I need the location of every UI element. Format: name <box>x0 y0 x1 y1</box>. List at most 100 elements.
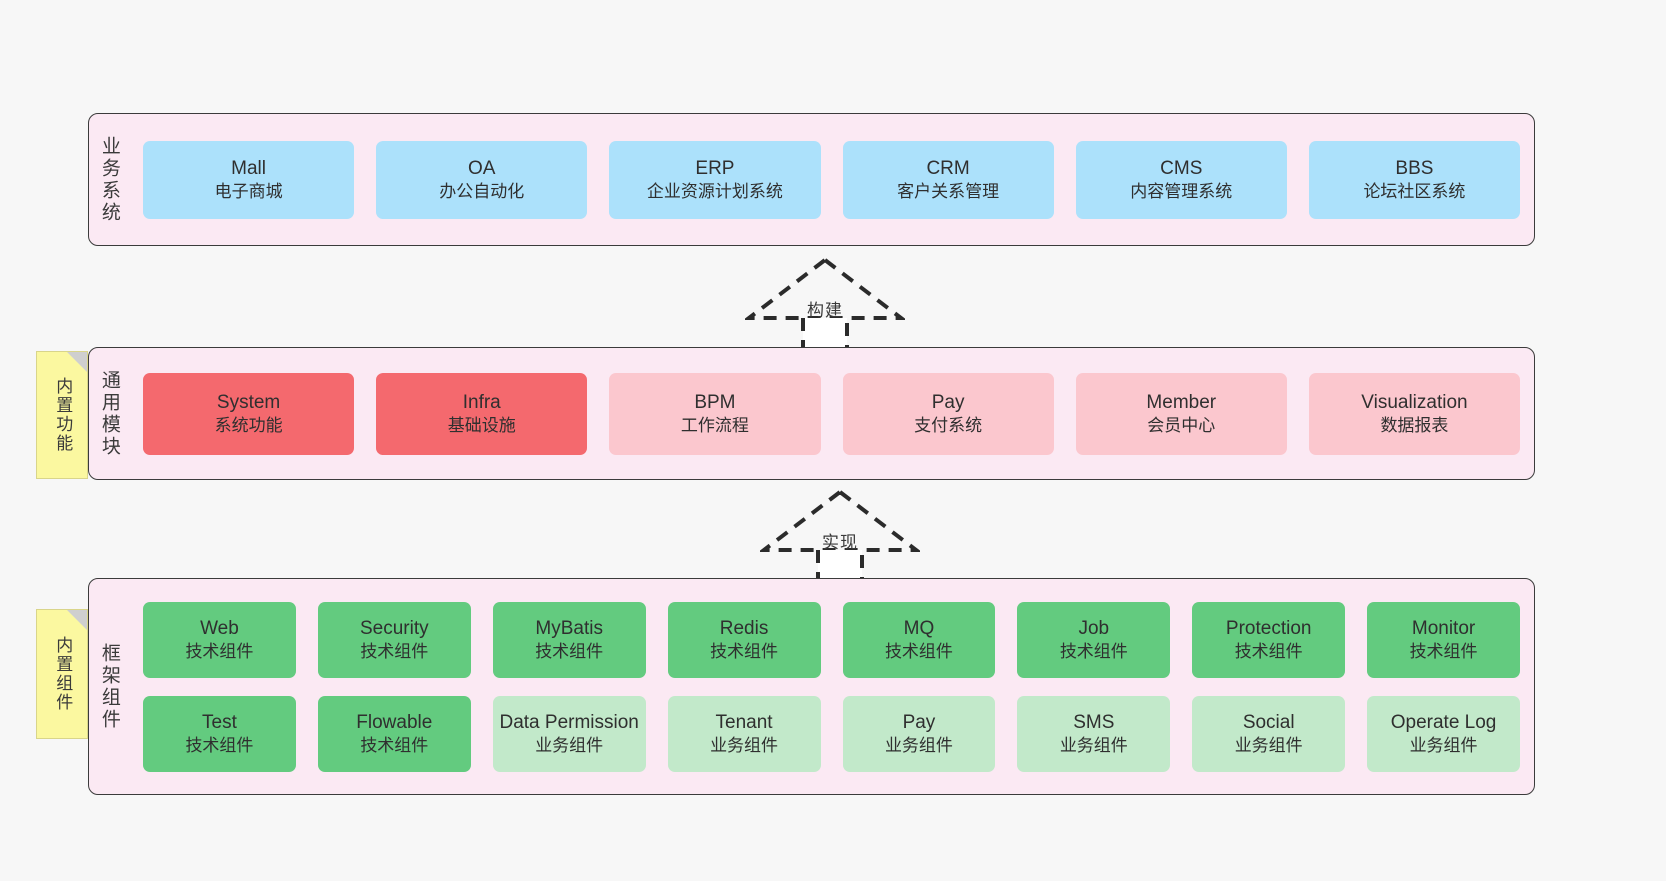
sticky-note-label: 内置功能 <box>53 377 73 453</box>
card-operate-log[interactable]: Operate Log 业务组件 <box>1367 695 1520 772</box>
layer-body-modules: System 系统功能 Infra 基础设施 BPM 工作流程 Pay 支付系统… <box>129 348 1534 479</box>
sticky-note-label: 内置组件 <box>53 636 73 712</box>
card-subtitle: 业务组件 <box>1234 735 1303 755</box>
card-title: MQ <box>903 617 935 639</box>
card-redis[interactable]: Redis 技术组件 <box>667 601 821 678</box>
card-infra[interactable]: Infra 基础设施 <box>376 372 588 455</box>
card-bbs[interactable]: BBS 论坛社区系统 <box>1308 140 1521 219</box>
card-title: Web <box>200 617 239 639</box>
card-title: CMS <box>1160 157 1203 179</box>
card-tenant[interactable]: Tenant 业务组件 <box>667 695 821 772</box>
card-subtitle: 系统功能 <box>214 415 283 435</box>
card-title: Operate Log <box>1390 711 1497 733</box>
card-title: BBS <box>1395 157 1434 179</box>
card-subtitle: 技术组件 <box>1059 641 1128 661</box>
card-title: Infra <box>462 391 501 413</box>
card-subtitle: 业务组件 <box>535 735 604 755</box>
card-subtitle: 基础设施 <box>447 415 516 435</box>
card-title: BPM <box>694 391 736 413</box>
card-subtitle: 技术组件 <box>1409 641 1478 661</box>
card-protection[interactable]: Protection 技术组件 <box>1192 601 1346 678</box>
layer-body-business: Mall 电子商城 OA 办公自动化 ERP 企业资源计划系统 CRM 客户关系… <box>129 114 1534 245</box>
card-oa[interactable]: OA 办公自动化 <box>376 140 588 219</box>
card-title: Mall <box>231 157 266 179</box>
card-subtitle: 业务组件 <box>884 735 953 755</box>
card-subtitle: 技术组件 <box>360 641 429 661</box>
card-title: MyBatis <box>535 617 603 639</box>
generalization-arrow-icon <box>745 257 905 351</box>
card-member[interactable]: Member 会员中心 <box>1075 372 1287 455</box>
card-sms[interactable]: SMS 业务组件 <box>1017 695 1171 772</box>
card-security[interactable]: Security 技术组件 <box>317 601 471 678</box>
card-title: ERP <box>695 157 735 179</box>
card-social[interactable]: Social 业务组件 <box>1192 695 1346 772</box>
connector-label: 实现 <box>822 533 858 552</box>
card-title: Flowable <box>356 711 433 733</box>
card-title: Tenant <box>715 711 773 733</box>
card-subtitle: 数据报表 <box>1380 415 1449 435</box>
layer-business-systems: 业务系统 Mall 电子商城 OA 办公自动化 ERP 企业资源计划系统 CRM… <box>88 113 1535 246</box>
card-title: Social <box>1242 711 1295 733</box>
card-flowable[interactable]: Flowable 技术组件 <box>317 695 471 772</box>
connector-label: 构建 <box>807 301 843 320</box>
card-subtitle: 论坛社区系统 <box>1363 181 1466 201</box>
card-subtitle: 技术组件 <box>185 641 254 661</box>
card-subtitle: 业务组件 <box>710 735 779 755</box>
card-title: CRM <box>926 157 970 179</box>
card-subtitle: 技术组件 <box>360 735 429 755</box>
card-mq[interactable]: MQ 技术组件 <box>842 601 996 678</box>
card-subtitle: 电子商城 <box>214 181 283 201</box>
card-subtitle: 业务组件 <box>1059 735 1128 755</box>
card-row: Web 技术组件 Security 技术组件 MyBatis 技术组件 Redi… <box>143 601 1520 678</box>
card-visualization[interactable]: Visualization 数据报表 <box>1308 372 1521 455</box>
card-subtitle: 技术组件 <box>185 735 254 755</box>
card-subtitle: 技术组件 <box>710 641 779 661</box>
layer-label-business: 业务系统 <box>98 135 120 224</box>
card-mall[interactable]: Mall 电子商城 <box>143 140 355 219</box>
card-crm[interactable]: CRM 客户关系管理 <box>842 140 1054 219</box>
connector-build: 构建 <box>745 256 905 351</box>
card-web[interactable]: Web 技术组件 <box>143 601 296 678</box>
layer-label-modules: 通用模块 <box>98 369 120 458</box>
card-pay-module[interactable]: Pay 支付系统 <box>842 372 1054 455</box>
card-row: System 系统功能 Infra 基础设施 BPM 工作流程 Pay 支付系统… <box>143 372 1521 455</box>
card-cms[interactable]: CMS 内容管理系统 <box>1075 140 1287 219</box>
sticky-note-builtin-functions: 内置功能 <box>36 351 88 479</box>
card-title: Pay <box>931 391 965 413</box>
card-job[interactable]: Job 技术组件 <box>1017 601 1171 678</box>
layer-label-framework: 框架组件 <box>98 642 120 731</box>
generalization-arrow-icon <box>760 489 920 583</box>
card-title: Pay <box>902 711 936 733</box>
card-title: Protection <box>1225 617 1312 639</box>
card-system[interactable]: System 系统功能 <box>143 372 355 455</box>
layer-framework-components: 框架组件 Web 技术组件 Security 技术组件 MyBatis 技术组件… <box>88 578 1535 795</box>
card-subtitle: 内容管理系统 <box>1130 181 1233 201</box>
card-subtitle: 技术组件 <box>1234 641 1303 661</box>
card-test[interactable]: Test 技术组件 <box>143 695 296 772</box>
layer-common-modules: 通用模块 System 系统功能 Infra 基础设施 BPM 工作流程 Pay… <box>88 347 1535 480</box>
card-title: System <box>216 391 281 413</box>
card-subtitle: 支付系统 <box>914 415 983 435</box>
card-title: Security <box>359 617 429 639</box>
card-subtitle: 业务组件 <box>1409 735 1478 755</box>
card-title: Data Permission <box>499 711 639 733</box>
card-title: Member <box>1146 391 1217 413</box>
card-subtitle: 会员中心 <box>1147 415 1216 435</box>
connector-realize: 实现 <box>760 488 920 583</box>
card-monitor[interactable]: Monitor 技术组件 <box>1367 601 1520 678</box>
card-title: OA <box>468 157 496 179</box>
card-title: Visualization <box>1361 391 1468 413</box>
card-row: Test 技术组件 Flowable 技术组件 Data Permission … <box>143 695 1520 772</box>
card-title: Test <box>202 711 237 733</box>
card-pay-component[interactable]: Pay 业务组件 <box>842 695 996 772</box>
card-data-permission[interactable]: Data Permission 业务组件 <box>492 695 646 772</box>
sticky-note-builtin-components: 内置组件 <box>36 609 88 739</box>
card-mybatis[interactable]: MyBatis 技术组件 <box>492 601 646 678</box>
card-erp[interactable]: ERP 企业资源计划系统 <box>609 140 821 219</box>
layer-body-framework: Web 技术组件 Security 技术组件 MyBatis 技术组件 Redi… <box>129 579 1534 794</box>
card-title: SMS <box>1073 711 1115 733</box>
card-row: Mall 电子商城 OA 办公自动化 ERP 企业资源计划系统 CRM 客户关系… <box>143 140 1521 219</box>
card-subtitle: 技术组件 <box>535 641 604 661</box>
card-bpm[interactable]: BPM 工作流程 <box>609 372 821 455</box>
